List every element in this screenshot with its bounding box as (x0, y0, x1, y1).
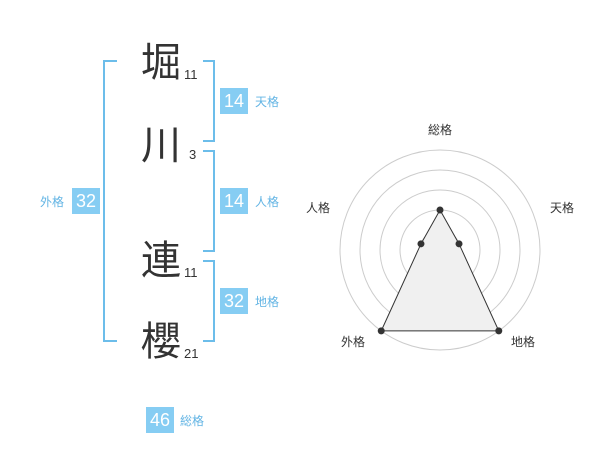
given-char-2-strokes: 21 (184, 346, 199, 361)
radar-point (377, 327, 385, 335)
radar-point (455, 240, 463, 248)
radar-axis-label-gaikaku: 外格 (341, 334, 365, 349)
radar-point (417, 240, 425, 248)
radar-point (495, 327, 503, 335)
tenkaku-label: 天格 (255, 95, 280, 109)
radar-point (436, 206, 444, 214)
given-char-1-strokes: 11 (184, 265, 198, 280)
tenkaku-value: 14 (220, 88, 248, 114)
chikaku-label: 地格 (255, 295, 280, 309)
radar-axis-label-chikaku: 地格 (511, 334, 535, 349)
gaikaku-value: 32 (72, 188, 100, 214)
soukaku-value: 46 (146, 407, 174, 433)
radar-points (377, 206, 503, 335)
soukaku-label: 総格 (180, 414, 205, 428)
gaikaku-label: 外格 (40, 195, 65, 209)
radar-axis-label-jinkaku: 人格 (306, 200, 330, 215)
chikaku-value: 32 (220, 288, 248, 314)
radar-axis-label-tenkaku: 天格 (550, 200, 574, 215)
given-char-1: 連 (141, 238, 181, 284)
tenkaku-bracket (203, 60, 215, 142)
jinkaku-label: 人格 (255, 195, 280, 209)
given-char-2: 櫻 (141, 319, 181, 365)
surname-char-1-strokes: 11 (184, 67, 198, 82)
chikaku-bracket (203, 260, 215, 342)
radar-shape (380, 208, 500, 332)
surname-char-1: 堀 (141, 40, 181, 86)
radar-axis-label-soukaku: 総格 (428, 122, 452, 137)
surname-char-2: 川 (141, 123, 181, 169)
jinkaku-value: 14 (220, 188, 248, 214)
surname-char-2-strokes: 3 (189, 147, 197, 162)
gaikaku-bracket (103, 60, 117, 342)
jinkaku-bracket (203, 150, 215, 252)
